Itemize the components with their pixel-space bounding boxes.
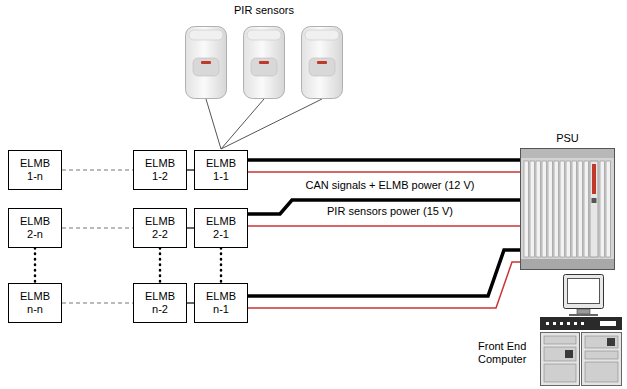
elmb-box: ELMB 1-n bbox=[8, 150, 62, 190]
bus-link bbox=[220, 248, 223, 283]
elmb-box: ELMB n-1 bbox=[194, 283, 248, 323]
bus-link bbox=[187, 227, 194, 228]
psu-rack-drawing bbox=[520, 148, 615, 270]
bus-link bbox=[62, 227, 133, 228]
rack-label: PSU bbox=[520, 132, 615, 145]
power-cable bbox=[248, 225, 520, 227]
elmb-box: ELMB n-n bbox=[8, 283, 62, 323]
elmb-box: ELMB 2-1 bbox=[194, 208, 248, 248]
psu-rack: PSU bbox=[520, 148, 615, 270]
elmb-box: ELMB 1-1 bbox=[194, 150, 248, 190]
sensor-wires bbox=[206, 99, 322, 149]
box-label: ELMB 2-2 bbox=[145, 215, 175, 241]
bus-link bbox=[34, 248, 37, 283]
elmb-box: ELMB 1-2 bbox=[133, 150, 187, 190]
elmb-box: ELMB 2-2 bbox=[133, 208, 187, 248]
pir-sensor bbox=[186, 27, 227, 99]
box-label: ELMB n-1 bbox=[206, 290, 236, 316]
box-label: ELMB n-2 bbox=[145, 290, 175, 316]
pir-sensor bbox=[244, 27, 285, 99]
sensor-group-label: PIR sensors bbox=[232, 4, 296, 17]
bus-link bbox=[62, 302, 133, 303]
elmb-box: ELMB 2-n bbox=[8, 208, 62, 248]
box-label: ELMB n-n bbox=[20, 290, 50, 316]
cable-label: CAN signals + ELMB power (12 V) bbox=[303, 179, 476, 192]
power-cable bbox=[248, 171, 520, 173]
box-label: ELMB 1-1 bbox=[206, 157, 236, 183]
pir-sensor bbox=[302, 27, 343, 99]
bus-link bbox=[187, 302, 194, 303]
can-cable bbox=[248, 250, 520, 296]
bus-link bbox=[159, 248, 162, 283]
box-label: ELMB 1-2 bbox=[145, 157, 175, 183]
computer-drawing bbox=[470, 272, 622, 387]
elmb-box: ELMB n-2 bbox=[133, 283, 187, 323]
box-label: ELMB 2-n bbox=[20, 215, 50, 241]
front-end-computer: Front End Computer bbox=[470, 272, 622, 387]
box-label: ELMB 1-n bbox=[20, 157, 50, 183]
power-cable bbox=[248, 262, 520, 308]
bus-link bbox=[62, 169, 133, 170]
computer-label: Front End Computer bbox=[478, 340, 538, 366]
can-cable bbox=[248, 158, 520, 162]
box-label: ELMB 2-1 bbox=[206, 215, 236, 241]
cable-label: PIR sensors power (15 V) bbox=[325, 205, 455, 218]
bus-link bbox=[187, 169, 194, 170]
